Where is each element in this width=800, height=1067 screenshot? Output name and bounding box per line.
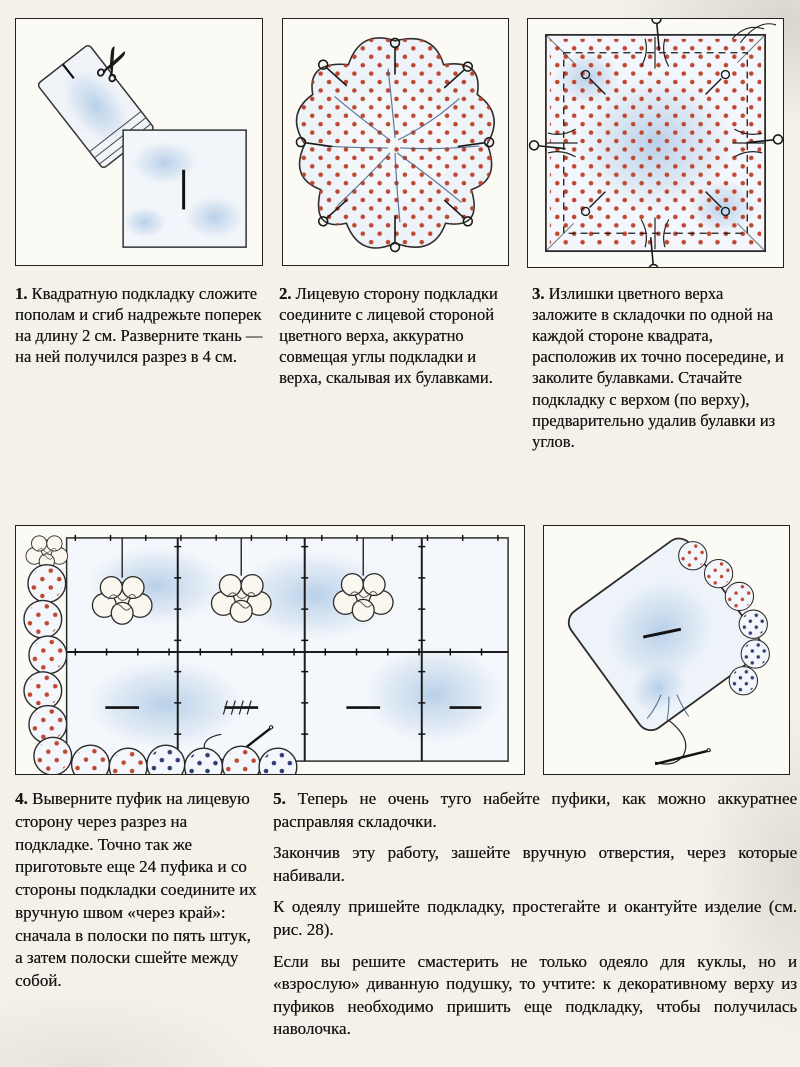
figure-step-1: ✂: [15, 18, 263, 266]
lining-square-with-slit: [122, 129, 247, 248]
figure-step-5: [543, 525, 790, 775]
step-5-paragraph-3: К одеялу пришейте подкладку, простегайте…: [273, 897, 797, 940]
figure-step-4: [15, 525, 525, 775]
figures-bottom-row: [15, 525, 800, 775]
slit-mark: [642, 627, 682, 639]
figure-step-4-illustration: [23, 534, 509, 774]
stuffed-puff: [567, 537, 770, 732]
step-5-paragraph-1: 5. Теперь не очень туго набейте пуфики, …: [273, 788, 797, 833]
step-4-body: Выверните пуфик на лицевую сторону через…: [15, 789, 257, 991]
thread-ends: [731, 23, 777, 44]
puff-edge-left: [23, 535, 73, 774]
step-3-body: Излишки цветного верха заложите в складо…: [532, 284, 784, 451]
fold-creases: [322, 68, 480, 223]
figure-step-3-illustration: [528, 19, 783, 267]
pinned-square: [544, 33, 767, 253]
step-5-paragraph-4: Если вы решите смастерить не только одея…: [273, 951, 797, 1039]
puffed-square: [295, 37, 495, 249]
needle-icon: [654, 719, 711, 766]
figure-step-1-illustration: ✂: [37, 35, 247, 248]
step-5-text: 5. Теперь не очень туго набейте пуфики, …: [273, 788, 797, 1050]
step-5-number: 5.: [273, 789, 286, 808]
figure-step-2-illustration: [295, 37, 495, 253]
instructions-row-1: 1. Квадратную подкладку сложите пополам …: [15, 283, 800, 525]
step-3-number: 3.: [532, 284, 545, 303]
step-4-text: 4. Выверните пуфик на лицевую сторону че…: [15, 788, 261, 993]
step-1-text: 1. Квадратную подкладку сложите пополам …: [15, 283, 265, 367]
step-1-number: 1.: [15, 284, 28, 303]
figures-top-row: ✂: [15, 18, 800, 268]
gathered-puffs-top-row: [91, 537, 394, 625]
whip-stitches: [222, 700, 252, 715]
step-4-number: 4.: [15, 789, 28, 808]
figure-step-2: [282, 18, 509, 266]
quilt-back-panel: [65, 534, 509, 762]
gather-creases: [646, 694, 690, 721]
step-1-body: Квадратную подкладку сложите пополам и с…: [15, 284, 263, 367]
corner-fold-lines: [545, 34, 766, 252]
step-2-number: 2.: [279, 284, 292, 303]
figure-step-5-illustration: [567, 537, 770, 766]
step-5-paragraph-2: Закончив эту работу, зашейте вручную отв…: [273, 843, 797, 885]
step-2-text: 2. Лицевую сторону подкладки соедините с…: [279, 283, 511, 389]
seam-lines: [66, 537, 509, 762]
figure-step-3: [527, 18, 784, 268]
instructions-row-2: 4. Выверните пуфик на лицевую сторону че…: [15, 788, 800, 1050]
step-2-body: Лицевую сторону подкладки соедините с ли…: [279, 284, 498, 388]
step-3-text: 3. Излишки цветного верха заложите в скл…: [532, 283, 789, 452]
step-5-body-1: Теперь не очень туго набейте пуфики, как…: [273, 789, 797, 831]
corner-pins: [580, 69, 731, 217]
